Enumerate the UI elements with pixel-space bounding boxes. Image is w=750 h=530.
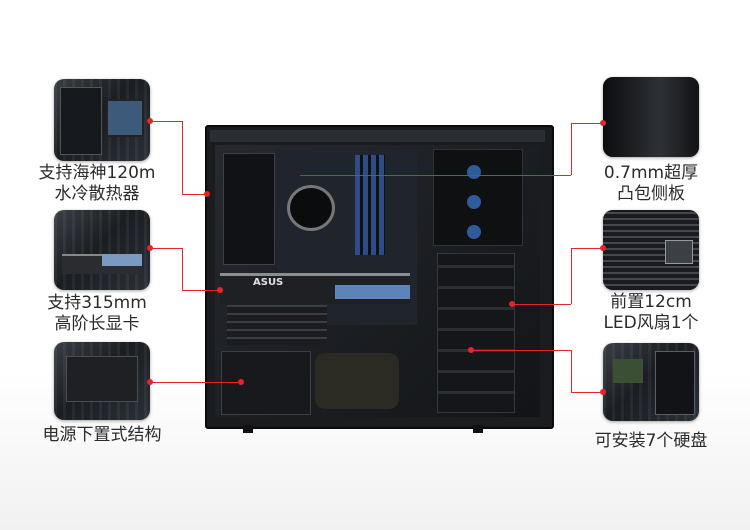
callout-line-gpu-1 <box>150 248 182 249</box>
gpu-brand: ASUS <box>253 277 284 288</box>
ram-sticks <box>355 155 385 255</box>
drive-bay-thumbnail <box>603 343 699 421</box>
callout-line-panel-2 <box>571 123 572 175</box>
gpu-shroud <box>335 285 410 299</box>
label-psu: 电源下置式结构 <box>42 425 162 445</box>
cpu-waterblock <box>287 185 335 231</box>
callout-dot-gpu-end <box>217 287 223 293</box>
side-panel-thumbnail <box>603 77 699 157</box>
callout-line-fan-3 <box>512 304 571 305</box>
callout-dot-panel <box>600 120 606 126</box>
label-cooler: 支持海神120m 水冷散热器 <box>38 163 156 204</box>
callout-dot-fan <box>600 245 606 251</box>
callout-dot-drives-end <box>468 347 474 353</box>
callout-line-gpu-3 <box>182 290 218 291</box>
hdd-cage <box>437 253 515 413</box>
callout-line-drives-2 <box>571 350 572 392</box>
case-top-rail <box>210 130 545 142</box>
callout-dot-fan-end <box>509 301 515 307</box>
expansion-slots <box>227 305 327 345</box>
callout-line-panel-1 <box>571 123 601 124</box>
bay-knob-1 <box>467 165 481 179</box>
callout-dot-cooler-end <box>204 191 210 197</box>
front-fan-thumbnail <box>603 210 699 290</box>
callout-dot-psu-end <box>238 379 244 385</box>
computer-case: ASUS <box>205 125 555 433</box>
cooler-thumbnail <box>54 79 150 161</box>
label-gpu: 支持315mm 高阶长显卡 <box>47 293 147 334</box>
callout-line-psu <box>150 382 240 383</box>
callout-dot-drives <box>600 389 606 395</box>
callout-line-panel-3 <box>300 175 571 176</box>
callout-line-fan-2 <box>571 248 572 304</box>
radiator-fan <box>223 153 275 265</box>
bay-knob-2 <box>467 195 481 209</box>
callout-line-gpu-2 <box>182 248 183 290</box>
callout-line-drives-1 <box>571 392 601 393</box>
callout-line-drives-3 <box>472 350 571 351</box>
power-supply <box>221 351 311 415</box>
callout-line-fan-1 <box>571 248 601 249</box>
callout-line-cooler-2 <box>182 121 183 194</box>
psu-thumbnail <box>54 342 150 420</box>
case-foot-left <box>243 425 253 433</box>
case-foot-right <box>473 425 483 433</box>
gpu-thumbnail <box>54 210 150 290</box>
label-fan: 前置12cm LED风扇1个 <box>603 292 699 333</box>
psu-cables <box>315 353 399 409</box>
bay-knob-3 <box>467 225 481 239</box>
callout-line-cooler-1 <box>150 121 182 122</box>
label-drives: 可安装7个硬盘 <box>594 431 708 451</box>
callout-line-cooler-3 <box>182 194 205 195</box>
label-panel: 0.7mm超厚 凸包侧板 <box>603 163 699 204</box>
